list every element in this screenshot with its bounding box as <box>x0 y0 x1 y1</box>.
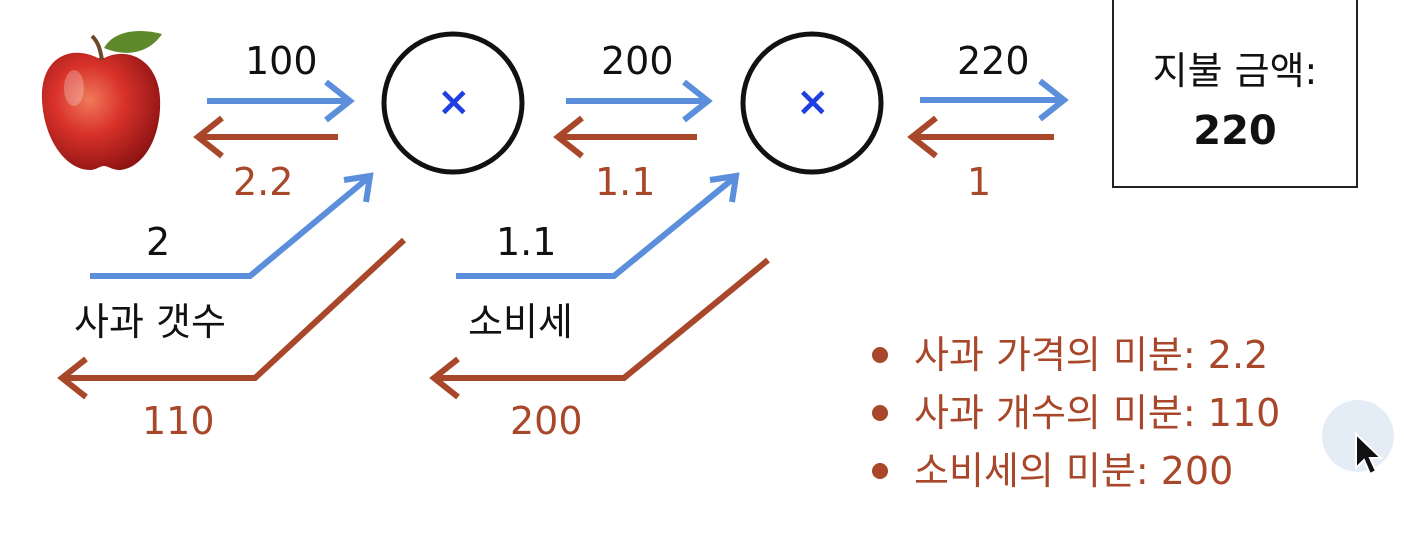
backward-value-3: 1 <box>967 160 992 204</box>
forward-value-1: 100 <box>245 39 318 83</box>
forward-value-2: 200 <box>601 39 674 83</box>
backward-arrow-3 <box>907 115 1054 159</box>
input-label-1: 사과 갯수 <box>74 300 226 344</box>
input-backward-value-1: 110 <box>142 399 215 443</box>
derivative-summary-list: 사과 가격의 미분: 2.2 사과 개수의 미분: 110 소비세의 미분: 2… <box>870 326 1280 500</box>
forward-arrow-1 <box>207 79 355 123</box>
forward-value-3: 220 <box>957 39 1030 83</box>
payment-box: 지불 금액: 220 <box>1112 0 1358 188</box>
backward-arrow-2 <box>553 115 697 159</box>
backward-arrow-1 <box>193 115 338 159</box>
list-item: 사과 가격의 미분: 2.2 <box>870 326 1280 384</box>
input-forward-value-2: 1.1 <box>496 220 557 264</box>
input-backward-arrow-1 <box>57 237 407 400</box>
multiply-node-2 <box>740 31 884 175</box>
multiply-node-1 <box>381 31 525 175</box>
backward-value-1: 2.2 <box>233 160 294 204</box>
payment-title: 지불 금액: <box>1152 49 1318 93</box>
input-forward-arrow-2 <box>456 172 740 279</box>
bullet-text: 사과 가격의 미분: 2.2 <box>914 333 1269 377</box>
input-label-2: 소비세 <box>468 300 573 344</box>
payment-value: 220 <box>1193 108 1277 154</box>
input-forward-value-1: 2 <box>146 220 171 264</box>
multiply-symbol-2: × <box>796 79 830 125</box>
bullet-icon <box>872 347 888 363</box>
input-forward-arrow-1 <box>90 172 374 279</box>
forward-arrow-2 <box>566 79 713 123</box>
list-item: 소비세의 미분: 200 <box>870 442 1280 500</box>
mouse-pointer-icon <box>1355 432 1384 476</box>
bullet-text: 소비세의 미분: 200 <box>914 449 1234 493</box>
forward-arrow-3 <box>920 78 1069 122</box>
list-item: 사과 개수의 미분: 110 <box>870 384 1280 442</box>
bullet-icon <box>872 463 888 479</box>
input-backward-value-2: 200 <box>510 399 583 443</box>
input-backward-arrow-2 <box>429 257 770 400</box>
multiply-symbol-1: × <box>437 79 471 125</box>
apple-icon <box>41 30 162 170</box>
bullet-icon <box>872 405 888 421</box>
bullet-text: 사과 개수의 미분: 110 <box>914 391 1281 435</box>
backward-value-2: 1.1 <box>595 160 656 204</box>
